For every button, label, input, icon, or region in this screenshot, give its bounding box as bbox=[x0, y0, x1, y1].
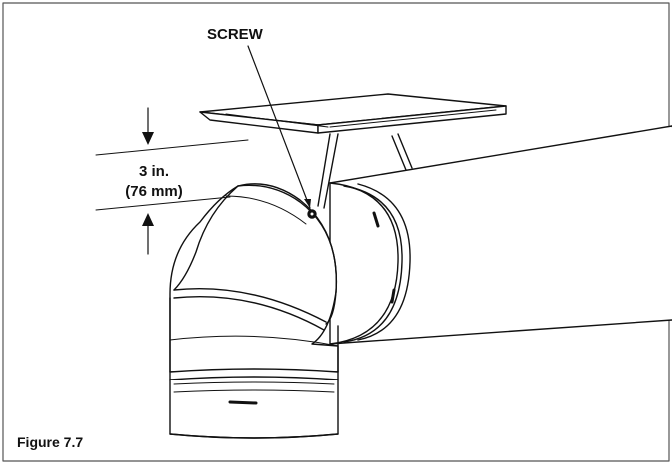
mounting-bracket bbox=[199, 93, 507, 209]
horizontal-vent-pipe bbox=[329, 125, 672, 345]
dimension-arrow-down-icon bbox=[142, 107, 154, 145]
dimension-imperial: 3 in. bbox=[138, 163, 169, 180]
elbow-bottom-collar bbox=[169, 368, 339, 439]
figure-caption: Figure 7.7 bbox=[17, 434, 84, 450]
pipe-joint-collar bbox=[329, 182, 411, 345]
dimension-metric: (76 mm) bbox=[125, 183, 183, 200]
dimension-arrow-up-icon bbox=[142, 213, 154, 255]
ninety-degree-elbow bbox=[169, 183, 339, 373]
screw-leader-arrowhead bbox=[304, 199, 311, 208]
screw-icon bbox=[307, 209, 317, 219]
dimension-line-top bbox=[95, 139, 249, 156]
clearance-dimension-label: 3 in. (76 mm) bbox=[110, 162, 198, 202]
dimension-line-bottom bbox=[95, 196, 231, 211]
screw-leader-line bbox=[247, 45, 311, 209]
screw-callout-label: SCREW bbox=[207, 26, 263, 43]
